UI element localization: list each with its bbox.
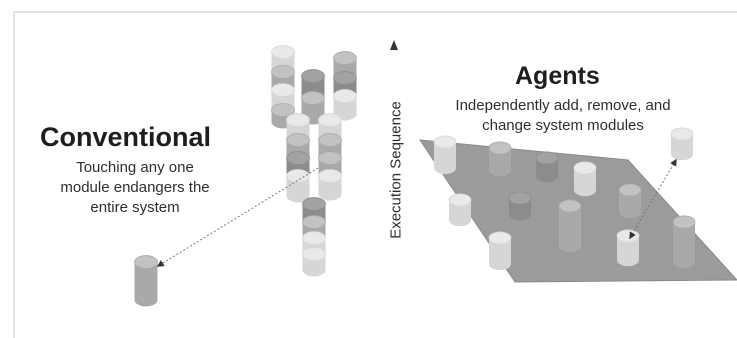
conventional-description-line: module endangers the [60,179,210,196]
module-cylinder [488,141,512,177]
module-cylinder [508,191,532,221]
module-cylinder [286,169,310,203]
agents-description: Independently add, remove, and change sy… [418,96,708,136]
module-cylinder [573,161,597,197]
module-cylinder [301,91,325,125]
agents-description-line: Independently add, remove, and [455,97,671,114]
agents-description-line: change system modules [482,117,644,134]
conventional-connector-arrow [156,167,319,267]
module-cylinder [670,127,694,161]
module-cylinder [448,193,472,227]
agents-connector-arrow [629,158,677,240]
module-cylinder [618,183,642,219]
module-cylinder [134,255,158,307]
conventional-description: Touching any one module endangers the en… [30,158,240,218]
module-cylinder [616,229,640,267]
conventional-description-line: entire system [90,199,180,216]
agents-title: Agents [515,62,600,90]
module-cylinder [318,169,342,201]
execution-sequence-label: Execution Sequence [387,101,405,239]
module-cylinder [488,231,512,271]
module-cylinder [535,151,559,183]
conventional-title: Conventional [40,122,212,152]
conventional-description-line: Touching any one [76,159,194,176]
conventional-module-stack [134,45,357,307]
execution-arrow-icon [390,40,398,50]
agents-modules [433,127,696,271]
module-cylinder [302,247,326,277]
module-cylinder [433,135,457,175]
module-cylinder [672,215,696,269]
module-cylinder [558,199,582,253]
